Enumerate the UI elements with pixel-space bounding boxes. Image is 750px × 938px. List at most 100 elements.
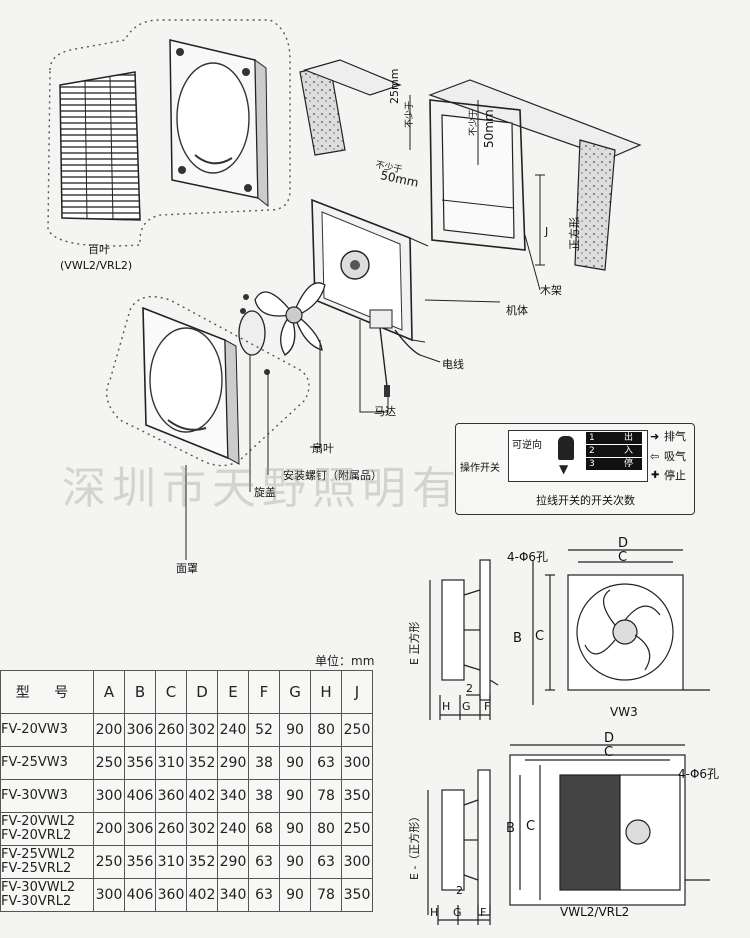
spec-value-cell: 406 [124,878,156,912]
vw3-side-view [429,559,499,720]
cover-group-outline [106,296,310,467]
dim-50b-label: 50mm [482,109,496,148]
spec-value-cell: 260 [155,812,187,846]
wall-dimension-marks [409,95,545,266]
mode-row-2-num: 2 [589,446,595,456]
spec-value-cell: 300 [93,878,125,912]
grille-model-label: (VWL2/VRL2) [60,259,133,272]
spec-value-cell: 406 [124,779,156,813]
motor-label: 马达 [374,405,396,418]
pull-count-label: 拉线开关的开关次数 [536,494,635,507]
spec-value-cell: 250 [93,845,125,879]
stop-label: 停止 [664,469,686,482]
vwl2-c-label: C [604,745,614,760]
spec-value-cell: 63 [248,878,280,912]
spec-header-d: D [186,670,218,714]
spec-value-cell: 52 [248,713,280,747]
spec-header-b: B [124,670,156,714]
vwl2-d-label: D [604,731,615,746]
vwl2-caption: VWL2/VRL2 [560,905,630,919]
vw3-caption: VW3 [610,705,638,719]
spec-value-cell: 200 [93,812,125,846]
spec-value-cell: 250 [341,812,373,846]
spec-value-cell: 80 [310,713,342,747]
vwl2-front-view [509,744,710,906]
spec-value-cell: 200 [93,713,125,747]
stop-icon: ✚ [651,470,660,481]
spec-header-row: 型 号 A B C D E F G H J [0,670,373,714]
spec-model-cell: FV-25VW3 [0,746,94,780]
blade-label: 扇叶 [312,442,334,455]
spec-header-e: E [217,670,249,714]
face-cover-illustration [142,306,240,465]
exhaust-icon: ➜ [650,430,660,443]
spec-value-cell: 350 [341,779,373,813]
spec-header-f: F [248,670,280,714]
spec-value-cell: 63 [248,845,280,879]
vw3-h-label: H [442,700,451,713]
intake-icon: ⇦ [650,450,660,463]
mode-row-2-text: 入 [624,446,634,456]
vw3-hole-label: 4-Φ6孔 [507,550,549,564]
spec-model-name: FV-20VW3 [1,722,68,737]
vwl2-c-side-label: C [526,819,536,834]
spec-value-cell: 302 [186,713,218,747]
mode-row-1-num: 1 [589,433,595,443]
spec-value-cell: 356 [124,746,156,780]
vwl2-2-label: 2 [456,884,463,897]
spec-value-cell: 90 [279,878,311,912]
face-cover-label: 面罩 [176,562,198,575]
spec-value-cell: 300 [341,746,373,780]
spec-value-cell: 300 [341,845,373,879]
spec-header-c: C [155,670,187,714]
vw3-e-label: E 正方形 [408,621,421,665]
wood-frame-label: 木架 [540,284,562,297]
spec-value-cell: 356 [124,845,156,879]
spec-model-name: FV-30VW3 [1,788,68,803]
spec-model-name: FV-25VRL2 [1,861,72,876]
spec-value-cell: 63 [310,845,342,879]
spec-value-cell: 260 [155,713,187,747]
spec-unit-label: 单位：mm [315,654,375,668]
spec-value-cell: 310 [155,845,187,879]
vw3-c-side-label: C [535,629,545,644]
spec-model-cell: FV-20VW3 [0,713,94,747]
spec-model-name: FV-20VRL2 [1,828,72,843]
vwl2-e-label: E -（正方形） [408,810,421,880]
intake-label: 吸气 [664,450,686,463]
spec-value-cell: 340 [217,779,249,813]
vwl2-b-label: B [506,821,515,836]
spec-model-name: FV-25VWL2 [1,847,76,862]
mode-row-3: 3 停 [586,458,642,470]
spec-value-cell: 240 [217,812,249,846]
spec-value-cell: 63 [310,746,342,780]
vwl2-side-view [427,769,491,925]
spec-value-cell: 402 [186,878,218,912]
spec-value-cell: 290 [217,746,249,780]
dimension-drawings [427,549,710,925]
grille-group-outline [47,19,291,247]
spec-value-cell: 310 [155,746,187,780]
grille-illustration [59,71,141,221]
spec-model-name: FV-30VRL2 [1,894,72,909]
spec-model-cell: FV-30VW3 [0,779,94,813]
leader-lines [185,234,541,560]
spec-value-cell: 80 [310,812,342,846]
grille-frame-illustration [169,39,269,208]
spec-value-cell: 352 [186,845,218,879]
spec-value-cell: 360 [155,779,187,813]
spec-value-cell: 306 [124,812,156,846]
body-label: 机体 [506,304,528,317]
spec-header-h: H [310,670,342,714]
spec-model-name: FV-25VW3 [1,755,68,770]
mode-row-1-text: 出 [624,433,634,443]
spec-value-cell: 250 [93,746,125,780]
spec-value-cell: 90 [279,713,311,747]
spec-value-cell: 68 [248,812,280,846]
spec-value-cell: 306 [124,713,156,747]
